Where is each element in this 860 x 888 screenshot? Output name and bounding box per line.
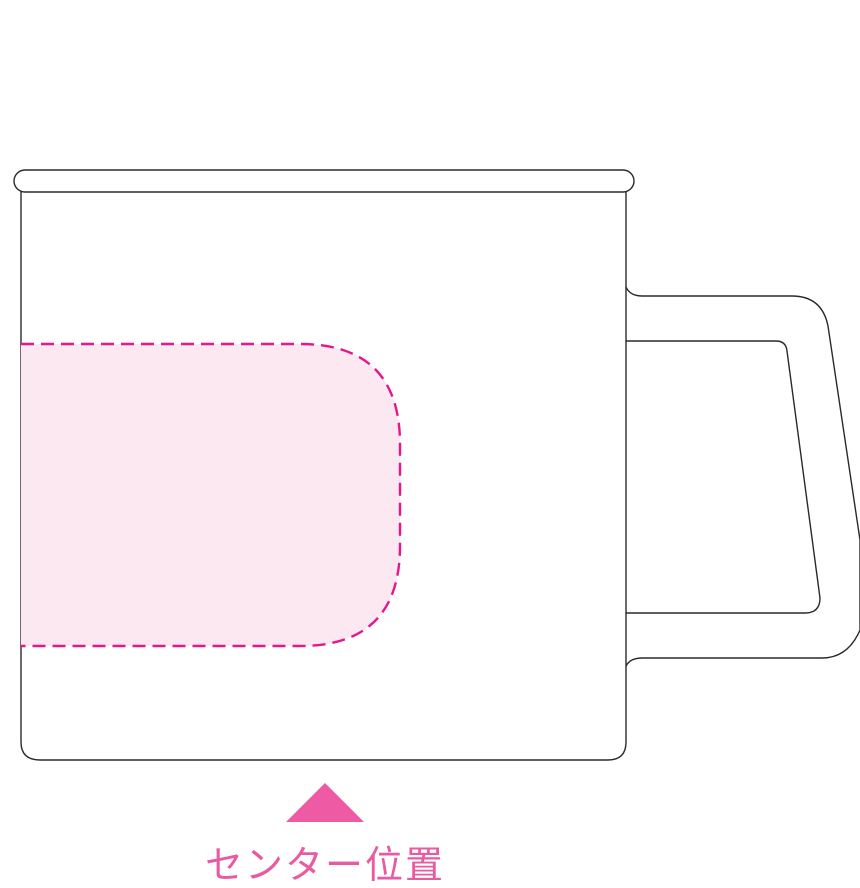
triangle-up-icon — [286, 783, 364, 822]
mug-handle-outer — [625, 286, 860, 667]
mug-rim — [13, 169, 635, 193]
mug-handle-inner — [626, 340, 821, 614]
center-position-label: センター位置 — [204, 843, 445, 887]
print-area — [21, 342, 402, 648]
